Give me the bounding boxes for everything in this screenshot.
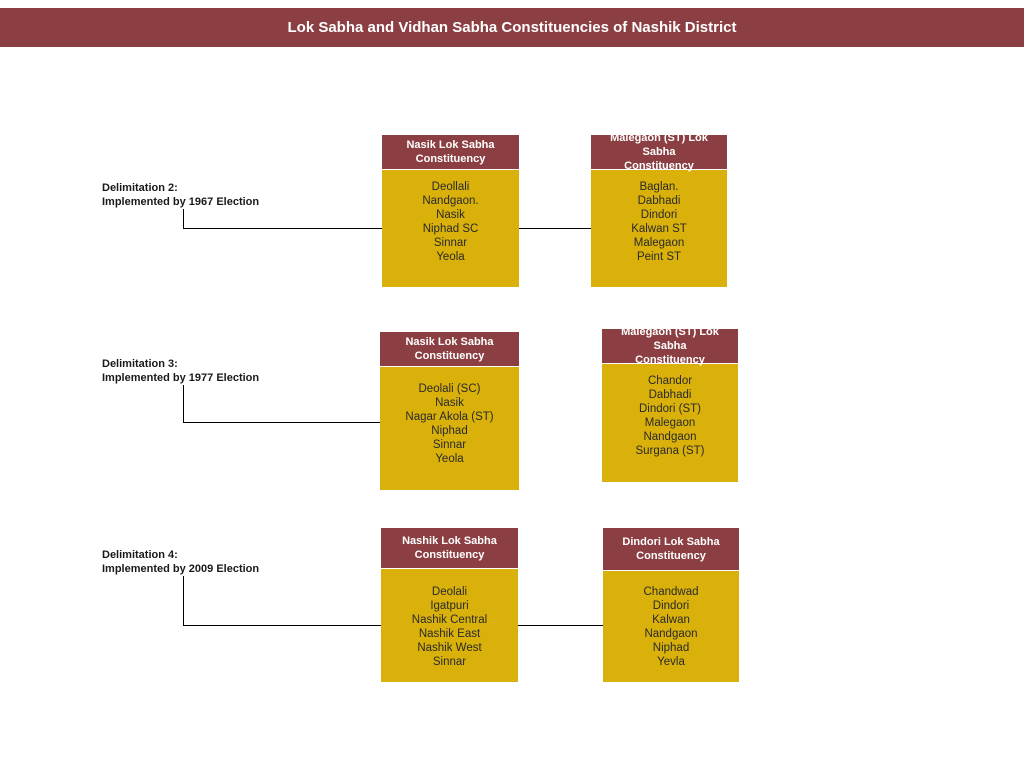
box-header-line2: Constituency	[414, 350, 485, 362]
list-item: Nashik West	[417, 642, 482, 654]
list-item: Chandor	[647, 375, 693, 387]
connector-line	[518, 625, 603, 626]
connector-line	[183, 625, 383, 626]
list-item: Igatpuri	[430, 600, 469, 612]
list-item: Nandgaon	[644, 628, 698, 640]
box-header-line2: Constituency	[636, 550, 706, 562]
list-item: Dindori	[652, 600, 690, 612]
constituency-box-nasik: Nasik Lok Sabha Constituency Deolali (SC…	[380, 332, 519, 490]
list-item: Surgana (ST)	[635, 445, 705, 457]
list-item: Yeola	[436, 251, 465, 263]
list-item: Deolali (SC)	[418, 383, 481, 395]
list-item: Dabhadi	[648, 389, 692, 401]
box-body: Chandor Dabhadi Dindori (ST) Malegaon Na…	[602, 363, 738, 482]
list-item: Sinnar	[432, 656, 467, 668]
list-item: Malegaon	[644, 417, 696, 429]
list-item: Baglan.	[639, 181, 679, 193]
list-item: Dabhadi	[637, 195, 681, 207]
constituency-box-dindori: Dindori Lok Sabha Constituency Chandwad …	[603, 528, 739, 682]
box-header-line2: Constituency	[635, 354, 705, 366]
list-item: Nasik	[435, 397, 464, 409]
list-item: Deollali	[431, 181, 470, 193]
list-item: Nagar Akola (ST)	[405, 411, 494, 423]
list-item: Dindori (ST)	[639, 403, 701, 415]
box-body: Chandwad Dindori Kalwan Nandgaon Niphad …	[603, 570, 739, 682]
box-body: Deollali Nandgaon. Nasik Niphad SC Sinna…	[382, 169, 519, 287]
list-item: Nashik Central	[411, 614, 488, 626]
list-item: Malegaon	[633, 237, 685, 249]
connector-line	[183, 209, 184, 229]
list-item: Nashik East	[418, 628, 481, 640]
list-item: Peint ST	[636, 251, 682, 263]
row-label-line2: Implemented by 2009 Election	[102, 563, 260, 575]
row-label-line1: Delimitation 3:	[102, 358, 178, 370]
box-header-line1: Dindori Lok Sabha	[622, 536, 720, 548]
list-item: Niphad SC	[422, 223, 479, 235]
constituency-box-malegaon: Malegaon (ST) Lok Sabha Constituency Bag…	[591, 132, 727, 287]
connector-line	[518, 228, 592, 229]
box-header: Nasik Lok Sabha Constituency	[380, 332, 519, 366]
box-body: Deolali (SC) Nasik Nagar Akola (ST) Niph…	[380, 366, 519, 490]
row-label-line1: Delimitation 2:	[102, 182, 178, 194]
page-title: Lok Sabha and Vidhan Sabha Constituencie…	[0, 8, 1024, 47]
constituency-box-malegaon: Malegaon (ST) Lok Sabha Constituency Cha…	[602, 326, 738, 482]
list-item: Chandwad	[643, 586, 699, 598]
list-item: Niphad	[431, 425, 468, 437]
box-header: Malegaon (ST) Lok Sabha Constituency	[591, 132, 727, 172]
row-label-delimitation-2: Delimitation 2: Implemented by 1967 Elec…	[102, 181, 259, 209]
connector-line	[183, 576, 184, 626]
box-body: Baglan. Dabhadi Dindori Kalwan ST Malega…	[591, 169, 727, 287]
connector-line	[183, 422, 381, 423]
row-label-delimitation-4: Delimitation 4: Implemented by 2009 Elec…	[102, 548, 259, 576]
row-label-line2: Implemented by 1977 Election	[102, 372, 260, 384]
box-header: Dindori Lok Sabha Constituency	[603, 528, 739, 570]
box-header: Nashik Lok Sabha Constituency	[381, 528, 518, 568]
list-item: Nasik	[436, 209, 465, 221]
box-header-line1: Malegaon (ST) Lok Sabha	[621, 326, 719, 352]
row-label-line1: Delimitation 4:	[102, 549, 178, 561]
box-header-line1: Malegaon (ST) Lok Sabha	[610, 132, 708, 158]
connector-line	[183, 385, 184, 423]
box-header-line2: Constituency	[414, 549, 485, 561]
list-item: Kalwan	[652, 614, 690, 626]
box-header: Malegaon (ST) Lok Sabha Constituency	[602, 326, 738, 366]
list-item: Sinnar	[432, 439, 467, 451]
constituency-box-nasik: Nasik Lok Sabha Constituency Deollali Na…	[382, 135, 519, 287]
list-item: Yeola	[435, 453, 464, 465]
list-item: Deolali	[431, 586, 468, 598]
row-label-line2: Implemented by 1967 Election	[102, 196, 260, 208]
box-header: Nasik Lok Sabha Constituency	[382, 135, 519, 169]
list-item: Yevla	[657, 656, 685, 668]
constituency-box-nashik: Nashik Lok Sabha Constituency Deolali Ig…	[381, 528, 518, 682]
box-header-line2: Constituency	[415, 153, 486, 165]
list-item: Nandgaon	[643, 431, 697, 443]
list-item: Sinnar	[433, 237, 468, 249]
row-label-delimitation-3: Delimitation 3: Implemented by 1977 Elec…	[102, 357, 259, 385]
box-header-line2: Constituency	[624, 160, 694, 172]
list-item: Kalwan ST	[631, 223, 687, 235]
box-header-line1: Nasik Lok Sabha	[405, 336, 494, 348]
list-item: Nandgaon.	[422, 195, 479, 207]
box-header-line1: Nasik Lok Sabha	[406, 139, 495, 151]
connector-line	[183, 228, 383, 229]
list-item: Dindori	[640, 209, 678, 221]
list-item: Niphad	[652, 642, 690, 654]
box-body: Deolali Igatpuri Nashik Central Nashik E…	[381, 568, 518, 682]
box-header-line1: Nashik Lok Sabha	[402, 535, 497, 547]
